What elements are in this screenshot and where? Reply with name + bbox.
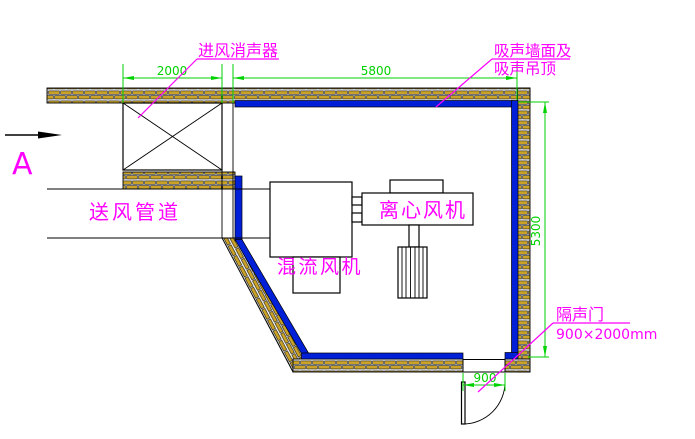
centrifugal-fan-label: 离心风机 (379, 198, 467, 222)
section-mark-letter: A (12, 147, 33, 182)
dimensions: 2000 5800 5300 900 (122, 64, 549, 391)
mixed-flow-fan-base (292, 256, 341, 294)
intake-silencer-leader (137, 58, 198, 119)
fan-impeller (397, 246, 428, 299)
dim-text-5300: 5300 (529, 216, 543, 247)
centrifugal-fan-top-box (389, 179, 444, 194)
fan-connector-lower (351, 212, 363, 223)
door-opening (462, 359, 506, 373)
soundproof-door (460, 359, 506, 425)
dim-room-depth: 5300 (518, 101, 549, 358)
dim-text-2000: 2000 (157, 64, 188, 78)
left-wall-lining (234, 175, 243, 242)
fan-impeller-stripes (401, 247, 424, 298)
intake-silencer (122, 102, 223, 171)
dim-text-5800: 5800 (361, 64, 392, 78)
soundproof-door-size-label: 900×2000mm (556, 327, 657, 343)
bottom-wall-lining (301, 352, 464, 360)
dim-text-900: 900 (474, 371, 497, 385)
section-arrow-head (38, 131, 62, 139)
intake-silencer-label: 进风消声器 (198, 41, 278, 60)
door-side-lining (504, 352, 519, 360)
door-swing-arc (462, 381, 506, 425)
mixed-flow-fan-box (269, 181, 353, 258)
absorbing-wall-label-line1: 吸声墙面及 (494, 42, 572, 60)
bottom-wall-right-of-door (504, 358, 531, 373)
sound-absorbing-lining (234, 100, 519, 360)
section-marker: A (5, 131, 62, 182)
dim-silencer-width: 2000 (122, 64, 223, 103)
mixed-flow-fan-label: 混流风机 (277, 256, 363, 278)
annotations: 进风消声器 吸声墙面及 吸声吊顶 送风管道 混流风机 离心风机 隔声门 900×… (89, 41, 657, 393)
fan-shaft (408, 224, 420, 248)
right-wall-lining (511, 100, 519, 357)
absorbing-wall-leader (435, 58, 493, 108)
walls (46, 87, 531, 373)
ceiling-lining (234, 100, 514, 108)
supply-duct-label: 送风管道 (89, 200, 181, 224)
label-intake-silencer: 进风消声器 (137, 41, 279, 119)
soundproof-door-label: 隔声门 (556, 305, 604, 324)
dim-door-width: 900 (462, 371, 506, 391)
absorbing-wall-label-line2: 吸声吊顶 (494, 60, 556, 78)
bottom-wall-left (292, 358, 464, 373)
label-absorbing-wall: 吸声墙面及 吸声吊顶 (435, 42, 572, 108)
label-soundproof-door: 隔声门 900×2000mm (477, 305, 657, 393)
equipment (269, 179, 474, 299)
soundproof-door-leader (477, 322, 554, 393)
centrifugal-fan-box (361, 192, 474, 226)
fan-connector-upper (351, 196, 363, 206)
silencer-cross-line-2 (122, 102, 223, 171)
wall-under-silencer (122, 171, 236, 190)
